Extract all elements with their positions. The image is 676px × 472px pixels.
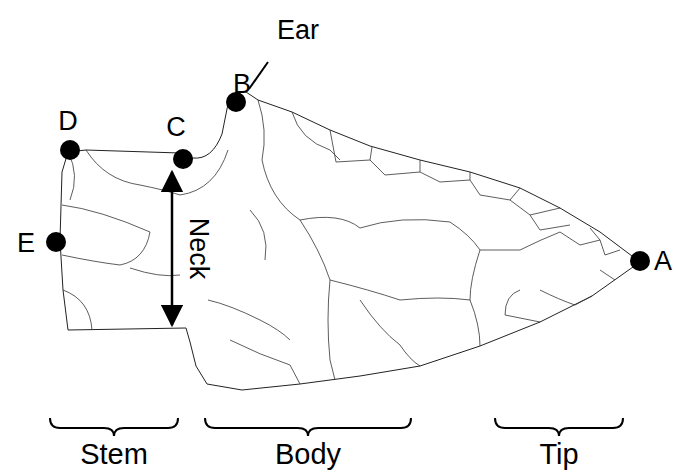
flake-scars: [62, 100, 620, 384]
landmark-letter: D: [56, 107, 80, 136]
section-label: Stem: [78, 439, 150, 470]
landmark-letter: C: [164, 113, 188, 142]
part-name: Ear: [275, 16, 321, 45]
landmark-dots: [46, 92, 650, 271]
landmark-letter: E: [15, 229, 37, 258]
section-label: Tip: [537, 439, 580, 470]
landmark-letter: B: [231, 70, 253, 99]
point-outline: [60, 92, 640, 390]
section-brackets: [50, 418, 623, 436]
dimension-label: Neck: [184, 215, 213, 281]
landmark-letter: A: [652, 247, 674, 276]
section-label: Body: [273, 439, 343, 470]
neck-dimension-arrow: [171, 172, 174, 325]
ear-leader-line: [249, 62, 268, 89]
